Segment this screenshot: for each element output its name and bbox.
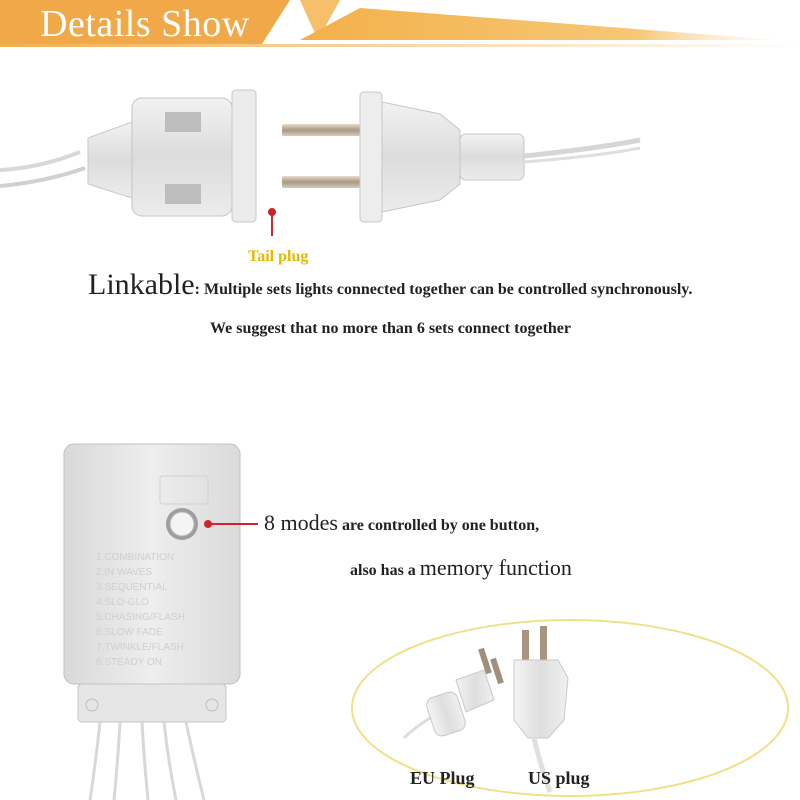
- tail-plug-label: Tail plug: [248, 248, 309, 265]
- connection-suggestion: We suggest that no more than 6 sets conn…: [210, 320, 571, 337]
- linkable-feature: Linkable: Multiple sets lights connected…: [88, 268, 692, 302]
- controller-box: 1.COMBINATION 2.IN WAVES 3.SEQUENTIAL 4.…: [60, 440, 250, 800]
- tail-plug-illustration: [0, 60, 800, 250]
- linkable-description: : Multiple sets lights connected togethe…: [194, 281, 693, 298]
- button-callout-line: [204, 520, 258, 528]
- mode-7: 7.TWINKLE/FLASH: [96, 642, 184, 653]
- plug-types-illustration: [344, 608, 796, 800]
- mode-3: 3.SEQUENTIAL: [96, 582, 168, 593]
- banner-title: Details Show: [40, 3, 250, 45]
- mode-2: 2.IN WAVES: [96, 567, 152, 578]
- us-plug-label: US plug: [528, 768, 590, 788]
- memory-callout: also has a memory function: [350, 555, 572, 581]
- mode-8: 8.STEADY ON: [96, 657, 162, 668]
- mode-5: 5.CHASING/FLASH: [96, 612, 185, 623]
- controller-image: 1.COMBINATION 2.IN WAVES 3.SEQUENTIAL 4.…: [63, 443, 241, 800]
- modes-callout: 8 modes are controlled by one button,: [264, 510, 539, 536]
- modes-count: 8 modes: [264, 510, 338, 535]
- memory-prefix: also has a: [350, 562, 420, 579]
- linkable-heading: Linkable: [88, 268, 195, 301]
- mode-6: 6.SLOW FADE: [96, 627, 163, 638]
- mode-4: 4.SLO-GLO: [96, 597, 149, 608]
- tail-plug-image: [0, 89, 641, 236]
- eu-plug-label: EU Plug: [410, 768, 475, 788]
- plug-types-image: [351, 619, 789, 797]
- memory-function: memory function: [419, 555, 572, 580]
- mode-1: 1.COMBINATION: [96, 552, 174, 563]
- header-banner: Details Show: [0, 0, 800, 48]
- banner-shape: [0, 0, 800, 47]
- modes-description: are controlled by one button,: [337, 517, 540, 534]
